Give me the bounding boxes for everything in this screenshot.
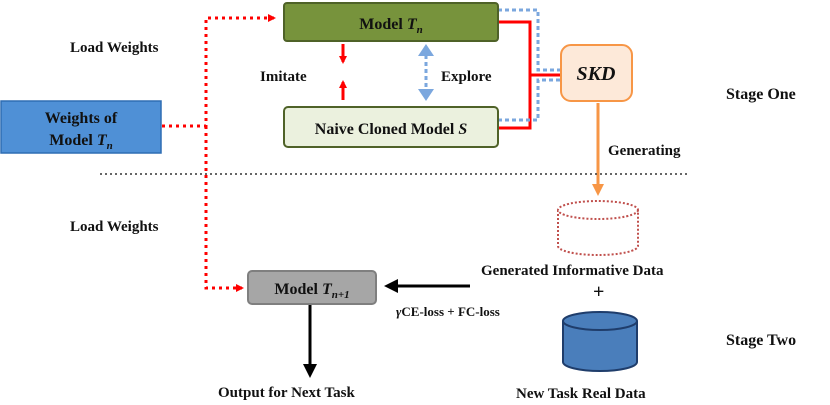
skd-box: SKD xyxy=(560,44,633,102)
skd-blue-connector-top xyxy=(498,8,560,72)
load-weights-label-bottom: Load Weights xyxy=(70,219,159,235)
naive-cloned-model-box: Naive Cloned Model S xyxy=(283,106,499,148)
output-label: Output for Next Task xyxy=(218,385,355,401)
stage-two-label: Stage Two xyxy=(726,332,796,349)
imitate-label: Imitate xyxy=(260,69,307,85)
generated-data-cylinder xyxy=(557,200,639,256)
skd-connector-top xyxy=(498,20,560,77)
svg-text:Naive Cloned Model S: Naive Cloned Model S xyxy=(315,121,468,138)
explore-arrow-head-up xyxy=(418,44,434,56)
svg-text:SKD: SKD xyxy=(577,63,616,85)
svg-text:Model Tn: Model Tn xyxy=(49,132,112,152)
model-tn1-box: Model Tn+1 xyxy=(247,270,377,305)
real-data-label: New Task Real Data xyxy=(516,386,646,402)
load-weights-label-top: Load Weights xyxy=(70,40,159,56)
svg-text:Model Tn: Model Tn xyxy=(359,16,422,36)
explore-label: Explore xyxy=(441,69,492,85)
model-tn-box: Model Tn xyxy=(283,2,499,42)
weights-box: Weights of Model Tn xyxy=(0,100,162,154)
generated-data-label: Generated Informative Data xyxy=(481,263,664,279)
skd-connector-bottom xyxy=(498,75,532,130)
real-data-cylinder xyxy=(562,311,638,372)
svg-text:Weights of: Weights of xyxy=(45,110,118,127)
svg-text:Model Tn+1: Model Tn+1 xyxy=(274,281,349,301)
stage-one-label: Stage One xyxy=(726,86,796,103)
generating-label: Generating xyxy=(608,143,681,159)
plus-sign: + xyxy=(593,281,604,303)
load-weights-arrow-top xyxy=(162,14,276,128)
skd-blue-connector-bottom xyxy=(498,78,560,122)
loss-label: γCE-loss + FC-loss xyxy=(396,304,500,319)
explore-arrow-head-down xyxy=(418,89,434,101)
load-weights-arrow-bottom xyxy=(204,126,244,292)
